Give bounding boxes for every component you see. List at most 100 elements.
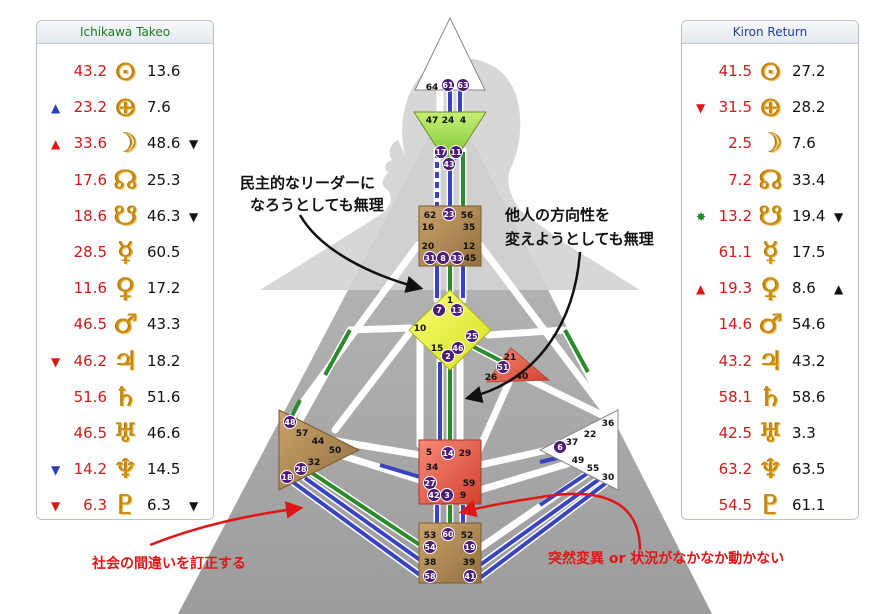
gate-29: 29 — [459, 449, 472, 459]
planet-row: 41.5⊙27.2 — [682, 55, 858, 91]
gate-15: 15 — [431, 344, 444, 354]
gate-1: 1 — [447, 296, 453, 306]
left-marker: ▲ — [696, 282, 706, 297]
gate-41: 41 — [463, 569, 477, 583]
gate-46: 46 — [451, 341, 465, 355]
design-value: 28.5 — [73, 243, 107, 261]
gate-28: 28 — [294, 462, 308, 476]
design-value: 46.5 — [73, 424, 107, 442]
svg-text:20: 20 — [422, 242, 435, 252]
design-value: 31.5 — [718, 98, 752, 117]
gate-45: 45 — [464, 254, 477, 264]
moon-icon: ☽ — [758, 128, 784, 160]
planet-row: ▼6.3♇6.3▼ — [37, 489, 213, 519]
design-value: 18.6 — [73, 206, 107, 225]
svg-text:29: 29 — [459, 449, 472, 459]
svg-text:54: 54 — [424, 543, 436, 552]
left-planet-panel: Ichikawa Takeo 43.2⊙13.6▲23.2⊕7.6▲33.6☽4… — [36, 20, 214, 520]
design-value: 43.2 — [718, 351, 752, 370]
design-value: 13.2 — [718, 206, 752, 225]
planet-row: ▲19.3♀8.6▲ — [682, 272, 858, 308]
gate-61: 61 — [441, 78, 455, 92]
svg-text:18: 18 — [281, 473, 293, 482]
right-marker: ▼ — [189, 209, 199, 224]
gate-55: 55 — [587, 464, 600, 474]
neptune-icon: ♆ — [113, 454, 139, 486]
annotation-arrow-1 — [298, 214, 424, 293]
design-value: 42.5 — [718, 424, 752, 442]
gate-5: 5 — [426, 448, 432, 458]
planet-row: 17.6☊25.3 — [37, 164, 213, 200]
planet-row: 14.6♂54.6 — [682, 308, 858, 344]
design-value: 46.5 — [73, 315, 107, 334]
svg-text:1: 1 — [447, 296, 453, 306]
design-value: 6.3 — [83, 496, 107, 515]
gate-24: 24 — [442, 116, 455, 126]
planet-row: ▲33.6☽48.6▼ — [37, 127, 213, 163]
right-marker: ▲ — [834, 282, 844, 297]
svg-text:35: 35 — [463, 223, 476, 233]
design-value: 43.2 — [73, 62, 107, 80]
svg-text:11: 11 — [450, 148, 462, 157]
svg-text:37: 37 — [566, 438, 579, 448]
personality-value: 14.5 — [147, 460, 181, 479]
personality-value: 51.6 — [147, 387, 181, 406]
design-value: 2.5 — [728, 134, 752, 153]
mercury-icon: ☿ — [762, 237, 780, 268]
svg-text:13: 13 — [451, 306, 462, 315]
gate-11: 11 — [449, 145, 463, 159]
left-marker: ▼ — [51, 463, 61, 478]
earth-icon: ⊕ — [114, 92, 138, 124]
svg-text:15: 15 — [431, 344, 444, 354]
north-node-icon: ☊ — [759, 164, 783, 196]
personality-value: 46.6 — [147, 424, 181, 442]
gate-13: 13 — [450, 303, 464, 317]
gate-52: 52 — [461, 531, 474, 541]
planet-row: 54.5♇61.1 — [682, 489, 858, 520]
uranus-icon: ♅ — [758, 418, 784, 449]
gate-18: 18 — [280, 470, 294, 484]
mercury-icon: ☿ — [117, 237, 135, 268]
gate-26: 26 — [485, 373, 498, 383]
gate-38: 38 — [424, 558, 437, 568]
planet-row: 51.6♄51.6 — [37, 381, 213, 417]
svg-text:45: 45 — [464, 254, 477, 264]
svg-text:19: 19 — [464, 543, 476, 552]
planet-row: 28.5☿60.5 — [37, 236, 213, 272]
planet-row: ▼14.2♆14.5 — [37, 453, 213, 489]
gate-53: 53 — [424, 531, 437, 541]
gate-19: 19 — [463, 540, 477, 554]
venus-icon: ♀ — [116, 273, 136, 305]
left-marker: ▼ — [51, 499, 61, 514]
personality-value: 58.6 — [792, 387, 826, 406]
mars-icon: ♂ — [113, 309, 139, 341]
personality-value: 19.4 — [792, 206, 826, 225]
annotation-line-5: 社会の間違いを訂正する — [91, 555, 246, 572]
personality-value: 6.3 — [147, 496, 171, 515]
south-node-icon: ☋ — [114, 200, 138, 232]
planet-row: 43.2 ♃ 43.2 — [682, 345, 858, 381]
svg-text:61: 61 — [442, 81, 454, 90]
jupiter-icon: ♃ — [758, 345, 784, 377]
neptune-icon: ♆ — [758, 454, 784, 486]
left-marker: ▲ — [51, 101, 61, 116]
pluto-icon: ♇ — [758, 490, 784, 520]
design-value: 61.1 — [718, 243, 752, 261]
gate-7: 7 — [432, 303, 446, 317]
gate-58: 58 — [423, 569, 437, 583]
svg-text:58: 58 — [424, 572, 436, 581]
personality-value: 43.2 — [792, 351, 826, 370]
personality-value: 17.5 — [792, 243, 826, 261]
gate-50: 50 — [329, 446, 342, 456]
svg-text:17: 17 — [435, 148, 446, 157]
left-marker: ▲ — [51, 137, 61, 152]
annotation-line-4: 変えようとしても無理 — [505, 230, 654, 248]
planet-row: 43.2⊙13.6 — [37, 55, 213, 91]
svg-text:14: 14 — [442, 449, 454, 458]
svg-text:34: 34 — [426, 463, 439, 473]
svg-text:52: 52 — [461, 531, 474, 541]
svg-text:23: 23 — [443, 210, 454, 219]
gate-3: 3 — [440, 488, 454, 502]
